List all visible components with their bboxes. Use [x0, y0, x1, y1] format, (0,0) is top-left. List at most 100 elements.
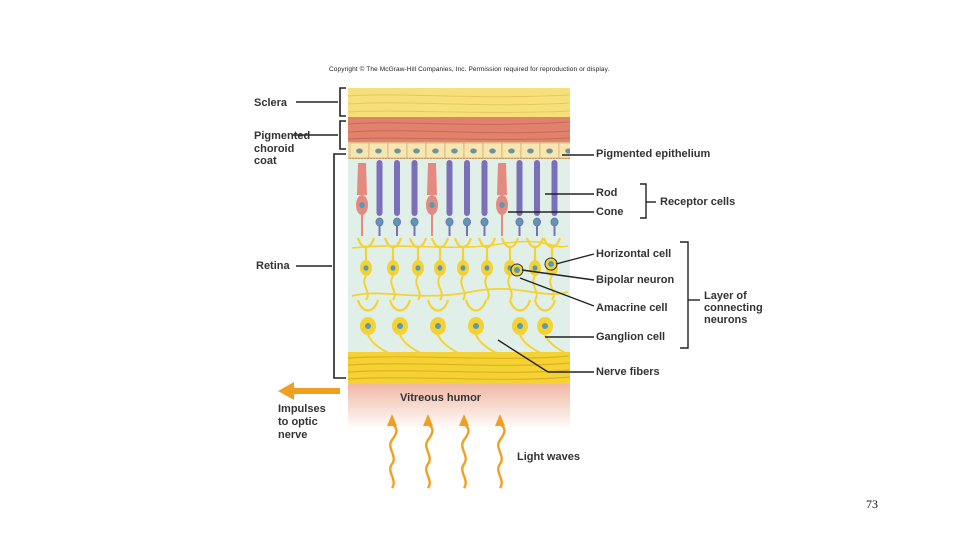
- horizontal-process: [351, 240, 569, 249]
- bipolar-nucleus: [532, 265, 538, 271]
- bipolar-dendrite: [525, 237, 545, 249]
- label-nerve-fibers: Nerve fibers: [596, 366, 660, 378]
- vitreous-layer: [348, 384, 570, 430]
- rod-nucleus: [463, 217, 471, 227]
- light-wave-arrowhead: [387, 414, 397, 426]
- epithelium-nucleus: [526, 148, 534, 154]
- impulse-arrow: [278, 382, 340, 400]
- epithelium-nucleus: [355, 148, 363, 154]
- ganglion-dendrite: [464, 299, 488, 312]
- ganglion-dendrite: [388, 299, 412, 312]
- cone-nucleus: [359, 202, 365, 208]
- ganglion-nucleus: [397, 323, 403, 329]
- ganglion-nucleus: [517, 323, 523, 329]
- horizontal-cell-nucleus: [548, 261, 554, 267]
- label-layer-2: connecting: [704, 302, 763, 314]
- cone-outer-segment: [357, 163, 367, 195]
- rod-cell: [411, 160, 418, 216]
- bipolar-nucleus: [363, 265, 369, 271]
- label-light-waves: Light waves: [517, 451, 580, 463]
- bipolar-nucleus: [460, 265, 466, 271]
- light-wave: [389, 423, 398, 489]
- ganglion-dendrite: [356, 299, 380, 312]
- rod-nucleus: [410, 217, 419, 227]
- epithelium-nucleus: [507, 148, 515, 154]
- bipolar-nucleus: [484, 265, 490, 271]
- ganglion-dendrite: [426, 299, 450, 312]
- cone-outer-segment: [497, 163, 507, 195]
- ganglion-axon: [475, 334, 503, 357]
- light-wave: [461, 423, 470, 489]
- label-vitreous-humor: Vitreous humor: [400, 392, 482, 404]
- layer-bracket: [680, 241, 689, 349]
- label-rod: Rod: [596, 187, 618, 199]
- horizontal-leader: [555, 253, 595, 265]
- copyright-notice: Copyright © The McGraw-Hill Companies, I…: [329, 66, 610, 73]
- ganglion-axon: [519, 334, 547, 357]
- epithelium-nucleus: [374, 148, 382, 154]
- ganglion-dendrite: [508, 299, 532, 312]
- ganglion-axon: [367, 334, 395, 357]
- bipolar-nucleus: [437, 265, 443, 271]
- label-impulses-3: nerve: [278, 429, 308, 441]
- light-wave-arrows: [387, 414, 506, 489]
- epithelium-nucleus: [412, 148, 420, 154]
- bipolar-axon: [415, 275, 421, 301]
- label-amacrine-cell: Amacrine cell: [596, 302, 668, 314]
- light-wave: [497, 423, 506, 489]
- epithelium-nucleus: [565, 148, 570, 154]
- bipolar-dendrite: [477, 237, 497, 249]
- epithelium-nucleus: [431, 148, 439, 154]
- ganglion-nucleus: [435, 323, 441, 329]
- rod-cell: [394, 160, 400, 216]
- retina-layer: [348, 159, 570, 355]
- cone-nucleus: [429, 202, 435, 208]
- label-impulses-1: Impulses: [278, 403, 326, 415]
- label-pigmented-epithelium: Pigmented epithelium: [596, 148, 711, 160]
- bipolar-nucleus: [415, 265, 421, 271]
- bipolar-dendrite: [383, 237, 403, 249]
- amacrine-process: [351, 288, 569, 297]
- bipolar-dendrite: [542, 237, 562, 249]
- epithelium-nucleus: [469, 148, 477, 154]
- receptor-bracket: [640, 183, 647, 219]
- label-receptor-cells: Receptor cells: [660, 196, 736, 208]
- label-impulses-2: to optic: [278, 416, 318, 428]
- ganglion-nucleus: [542, 323, 548, 329]
- rod-nucleus: [445, 217, 454, 227]
- light-wave: [425, 423, 434, 489]
- bipolar-axon: [532, 275, 538, 301]
- label-choroid-1: Pigmented: [254, 130, 311, 142]
- ganglion-axon: [437, 334, 465, 357]
- rod-nucleus: [393, 217, 401, 227]
- bipolar-axon: [390, 275, 396, 301]
- retina-bracket: [333, 153, 346, 379]
- bipolar-axon: [363, 275, 369, 301]
- label-bipolar-neuron: Bipolar neuron: [596, 274, 675, 286]
- light-wave-arrowhead: [495, 414, 505, 426]
- epithelium-cell: [558, 142, 570, 159]
- amacrine-leader: [519, 277, 595, 307]
- rod-nucleus: [480, 217, 489, 227]
- ganglion-axon: [399, 334, 427, 357]
- bipolar-axon: [549, 275, 555, 301]
- rod-cell: [481, 160, 488, 216]
- rod-cell: [551, 160, 558, 216]
- bipolar-nucleus: [390, 265, 396, 271]
- bipolar-axon: [437, 275, 443, 301]
- nerve-fiber-leader: [497, 339, 549, 373]
- label-layer-3: neurons: [704, 314, 748, 326]
- label-cone: Cone: [596, 206, 624, 218]
- ganglion-nucleus: [365, 323, 371, 329]
- cone-outer-segment: [427, 163, 437, 195]
- rod-nucleus: [375, 217, 384, 227]
- ganglion-dendrite: [533, 299, 557, 312]
- rod-nucleus: [533, 217, 541, 227]
- rod-cell: [376, 160, 383, 216]
- label-retina: Retina: [256, 260, 290, 272]
- label-horizontal-cell: Horizontal cell: [596, 248, 672, 260]
- sclera-bracket: [339, 87, 346, 117]
- epithelium-nucleus: [393, 148, 401, 154]
- cone-nucleus: [499, 202, 505, 208]
- choroid-bracket: [339, 120, 346, 150]
